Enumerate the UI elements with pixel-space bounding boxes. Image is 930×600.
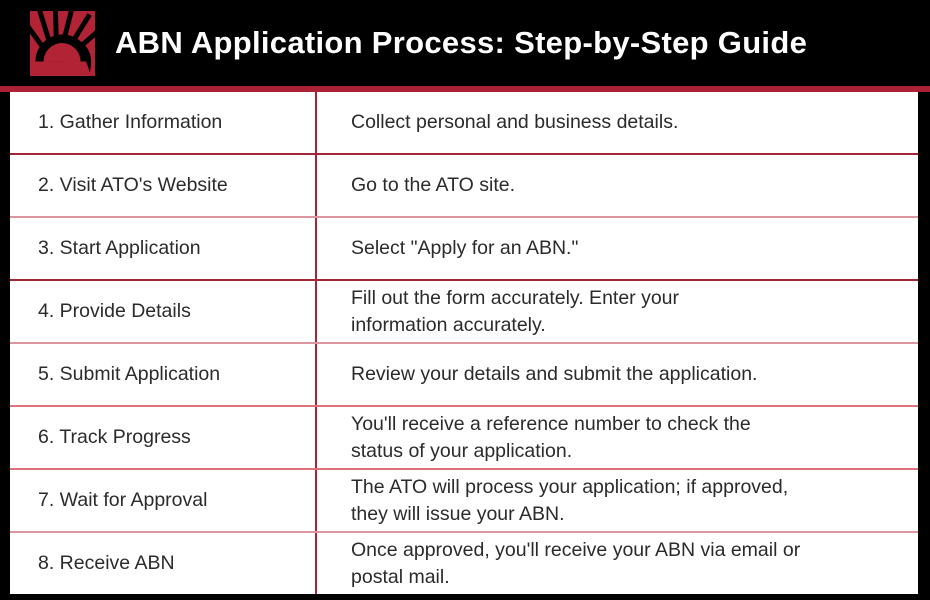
table-row: 3. Start Application Select "Apply for a… (10, 218, 918, 281)
bottom-frame-border (0, 594, 930, 600)
step-cell: 2. Visit ATO's Website (10, 155, 317, 216)
table-row: 4. Provide Details Fill out the form acc… (10, 281, 918, 344)
table-row: 7. Wait for Approval The ATO will proces… (10, 470, 918, 533)
description-cell: Collect personal and business details. (351, 111, 679, 133)
abr-bridge-sunrise-logo-icon (30, 10, 95, 76)
table-row: 5. Submit Application Review your detail… (10, 344, 918, 407)
step-cell: 8. Receive ABN (10, 533, 317, 594)
description-cell: Fill out the form accurately. Enter your… (351, 286, 680, 336)
header-accent-line (0, 86, 930, 92)
step-cell: 1. Gather Information (10, 92, 317, 153)
table-row: 2. Visit ATO's Website Go to the ATO sit… (10, 155, 918, 218)
description-cell: Select "Apply for an ABN." (351, 237, 579, 259)
step-cell: 6. Track Progress (10, 407, 317, 468)
description-cell: You'll receive a reference number to che… (351, 412, 751, 462)
step-cell: 5. Submit Application (10, 344, 317, 405)
description-cell: Once approved, you'll receive your ABN v… (351, 538, 801, 588)
step-cell: 4. Provide Details (10, 281, 317, 342)
table-row: 1. Gather Information Collect personal a… (10, 92, 918, 155)
steps-table: 1. Gather Information Collect personal a… (0, 92, 930, 594)
description-cell: Review your details and submit the appli… (351, 363, 758, 385)
description-cell: Go to the ATO site. (351, 174, 516, 196)
step-cell: 3. Start Application (10, 218, 317, 279)
table-row: 8. Receive ABN Once approved, you'll rec… (10, 533, 918, 594)
table-row: 6. Track Progress You'll receive a refer… (10, 407, 918, 470)
description-cell: The ATO will process your application; i… (351, 475, 789, 525)
header-bar: ABN Application Process: Step-by-Step Gu… (0, 0, 930, 86)
step-cell: 7. Wait for Approval (10, 470, 317, 531)
page-title: ABN Application Process: Step-by-Step Gu… (115, 25, 808, 60)
